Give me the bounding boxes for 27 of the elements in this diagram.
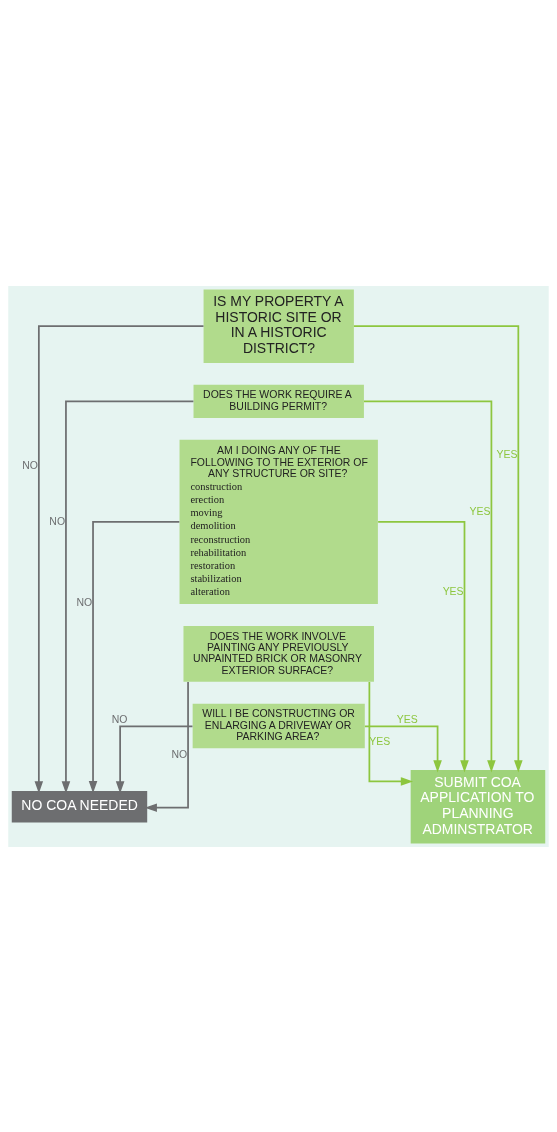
arrow: [363, 399, 496, 772]
arrow: [377, 520, 469, 772]
edge-label: YES: [442, 585, 464, 597]
edge-label: YES: [496, 448, 518, 460]
arrow: [88, 520, 181, 793]
node-box: AM I DOING ANY OF THE FOLLOWING TO THE EXTERIOR OF ANY STRUCTURE OR SITE? construction erection moving demolition reconstruction rehabilitation restoration stabilization alteration: [179, 439, 378, 604]
arrow: [368, 680, 414, 786]
arrow: [364, 725, 442, 773]
edge-label: YES: [469, 505, 491, 517]
arrow: [61, 399, 195, 794]
edge-label: NO: [22, 459, 38, 471]
edge-label: NO: [76, 596, 93, 608]
node-box: DOES THE WORK REQUIRE A BUILDING PERMIT?: [193, 384, 364, 418]
edge-label: NO: [49, 515, 66, 527]
node-box: IS MY PROPERTY A HISTORIC SITE OR IN A HISTORIC DISTRICT?: [203, 289, 354, 363]
node-box: WILL I BE CONSTRUCTING OR ENLARGING A DRIVEWAY OR PARKING AREA?: [192, 703, 365, 748]
edge-label: YES: [396, 713, 418, 725]
arrow: [353, 324, 523, 773]
edge-label: YES: [369, 735, 391, 747]
edge-label: NO: [171, 748, 188, 760]
node-box: NO COA NEEDED: [11, 790, 148, 823]
node-box: SUBMIT COA APPLICATION TO PLANNING ADMINSTRATOR: [410, 769, 546, 843]
arrow: [34, 324, 205, 793]
edge-label: NO: [111, 713, 128, 725]
node-box: DOES THE WORK INVOLVE PAINTING ANY PREVIOUSLY UNPAINTED BRICK OR MASONRY EXTERIOR SURFACE?: [183, 625, 374, 682]
arrow: [115, 725, 194, 794]
arrow: [144, 680, 189, 812]
